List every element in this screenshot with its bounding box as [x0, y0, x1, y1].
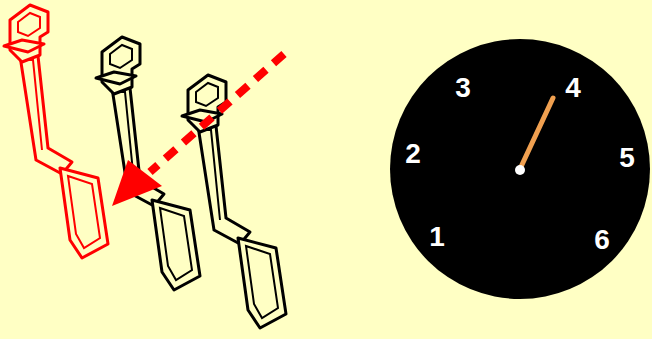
tachometer	[390, 39, 650, 299]
dial-number: 1	[429, 223, 445, 251]
dial-number: 4	[565, 74, 581, 102]
dial-number: 3	[455, 74, 471, 102]
pointer-arrow	[112, 54, 284, 206]
dial-number: 6	[594, 226, 610, 254]
accelerator-pedal	[182, 75, 286, 328]
brake-pedal	[96, 37, 200, 290]
dial-number: 2	[405, 140, 421, 168]
dial-number: 5	[619, 144, 635, 172]
clutch-pedal	[4, 5, 108, 258]
